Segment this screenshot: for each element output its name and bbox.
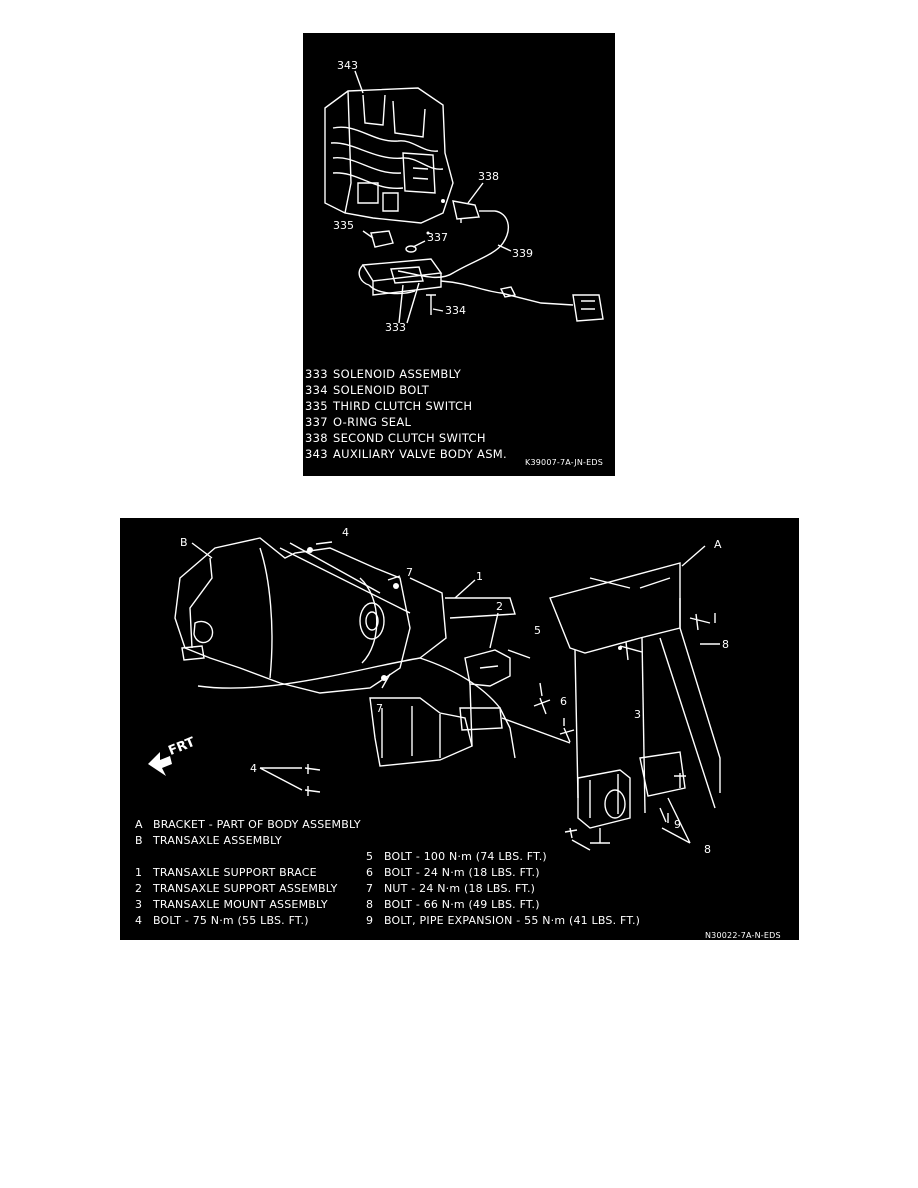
- callout-7-bottom: 7: [376, 702, 383, 715]
- callout-333: 333: [385, 321, 406, 334]
- figure-code: N30022-7A-N-EDS: [705, 931, 781, 940]
- callout-5: 5: [534, 624, 541, 637]
- callout-7-top: 7: [406, 566, 413, 579]
- figure-code: K39007-7A-JN-EDS: [525, 458, 604, 467]
- callout-335: 335: [333, 219, 354, 232]
- transaxle-mount-illustration: [148, 537, 721, 851]
- callout-8-top: 8: [722, 638, 729, 651]
- callout-343: 343: [337, 59, 358, 72]
- callout-339: 339: [512, 247, 533, 260]
- valve-body-illustration: [324, 70, 604, 324]
- callout-337: 337: [427, 231, 448, 244]
- callout-9: 9: [674, 818, 681, 831]
- callout-334: 334: [445, 304, 466, 317]
- callout-A: A: [714, 538, 722, 551]
- callout-4-bottom: 4: [250, 762, 257, 775]
- callout-3: 3: [634, 708, 641, 721]
- front-arrow-icon: [148, 752, 172, 776]
- callout-338: 338: [478, 170, 499, 183]
- callout-6: 6: [560, 695, 567, 708]
- callout-2: 2: [496, 600, 503, 613]
- callout-4-top: 4: [342, 526, 349, 539]
- callout-B: B: [180, 536, 188, 549]
- callout-8-bottom: 8: [704, 843, 711, 856]
- callout-1: 1: [476, 570, 483, 583]
